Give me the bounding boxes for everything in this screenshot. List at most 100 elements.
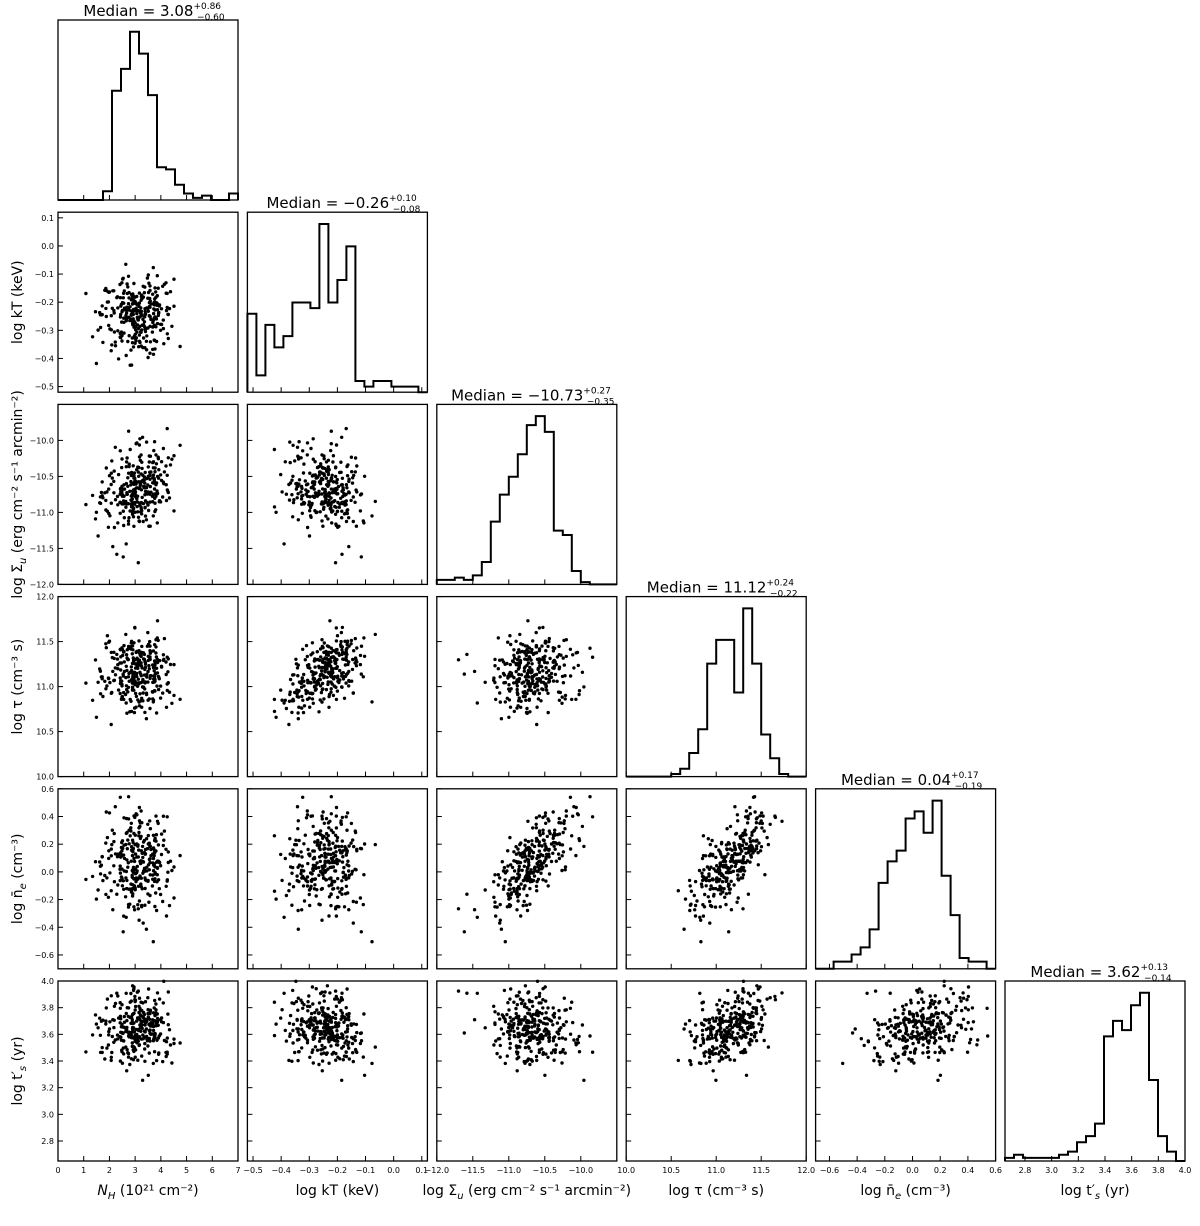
scatter-point [154,638,158,642]
scatter-point [326,653,331,657]
scatter-point [564,638,568,642]
scatter-point [551,851,555,855]
scatter-point [301,884,306,888]
scatter-point [333,675,337,679]
scatter-point [150,1024,155,1028]
scatter-point [498,658,502,662]
scatter-point [350,667,355,672]
scatter-point [143,710,147,715]
scatter-point [536,1023,540,1028]
scatter-point [137,345,141,349]
scatter-point [537,647,542,651]
scatter-point [125,711,129,715]
scatter-point [335,481,339,485]
scatter-point [329,903,333,908]
scatter-point [164,914,169,918]
scatter-point [313,460,317,464]
scatter-point [295,1038,300,1042]
scatter-point [537,867,542,871]
scatter-point [520,868,524,872]
scatter-point [301,1033,305,1037]
scatter-point [544,1052,548,1056]
scatter-point [157,468,161,472]
scatter-point [916,1040,921,1045]
scatter-point [370,700,374,704]
scatter-point [333,474,338,479]
scatter-point [345,828,349,832]
scatter-point [152,300,156,304]
scatter-point [301,471,306,475]
scatter-point [131,883,135,887]
scatter-point [115,657,120,661]
scatter-point [582,1078,586,1083]
scatter-point [562,663,566,667]
scatter-point [125,1018,129,1023]
scatter-point [327,1025,331,1030]
scatter-point [165,488,169,492]
scatter-point [462,930,466,934]
scatter-point [323,487,327,492]
scatter-point [170,701,174,705]
scatter-point [161,1059,165,1064]
scatter-point [126,1014,130,1019]
scatter-point [146,465,150,469]
scatter-point [120,646,124,650]
scatter-point [148,454,153,458]
scatter-point [165,688,169,693]
scatter-point [110,476,115,480]
scatter-point [128,710,132,714]
scatter-point [141,685,146,689]
scatter-point [535,889,539,893]
scatter-point [346,859,350,863]
scatter-point [742,860,746,865]
scatter-point [758,821,762,825]
scatter-point [492,676,496,680]
scatter-point [334,639,339,643]
scatter-point [146,1044,150,1048]
scatter-point [96,1026,100,1030]
scatter-point [727,887,732,891]
scatter-point [132,471,137,475]
scatter-point [514,852,519,856]
scatter-point [721,859,725,864]
scatter-point [536,666,540,670]
scatter-point [503,1061,507,1066]
panel-nh-sigma: −12.0−11.5−11.0−10.5−10.0 [29,403,239,589]
scatter-point [763,1012,767,1016]
scatter-point [118,691,122,696]
scatter-point [107,856,111,861]
scatter-point [122,856,127,861]
scatter-point [129,848,134,852]
scatter-point [113,1001,118,1006]
scatter-point [168,463,173,467]
y-tick-label: 3.0 [41,1110,54,1119]
y-tick-label: 0.0 [41,242,54,251]
scatter-point [335,1029,339,1033]
scatter-point [514,845,518,849]
scatter-point [562,819,566,823]
scatter-point [733,1011,737,1015]
scatter-point [109,1055,114,1060]
scatter-point [897,1037,902,1041]
scatter-point [323,668,327,672]
scatter-point [151,1039,156,1043]
scatter-point [555,1021,560,1025]
scatter-point [132,677,136,681]
scatter-point [543,842,547,846]
scatter-point [941,1025,945,1030]
scatter-point [126,905,131,909]
scatter-point [711,1069,715,1073]
scatter-point [126,838,130,842]
scatter-point [353,661,357,665]
scatter-point [288,1032,292,1036]
scatter-point [465,991,469,995]
scatter-point [724,892,729,896]
scatter-point [280,698,284,702]
scatter-point [515,687,519,692]
scatter-point [349,642,353,646]
scatter-point [129,1015,133,1019]
scatter-point [122,316,126,320]
scatter-point [137,333,142,337]
scatter-point [132,281,136,286]
scatter-point [744,851,748,855]
